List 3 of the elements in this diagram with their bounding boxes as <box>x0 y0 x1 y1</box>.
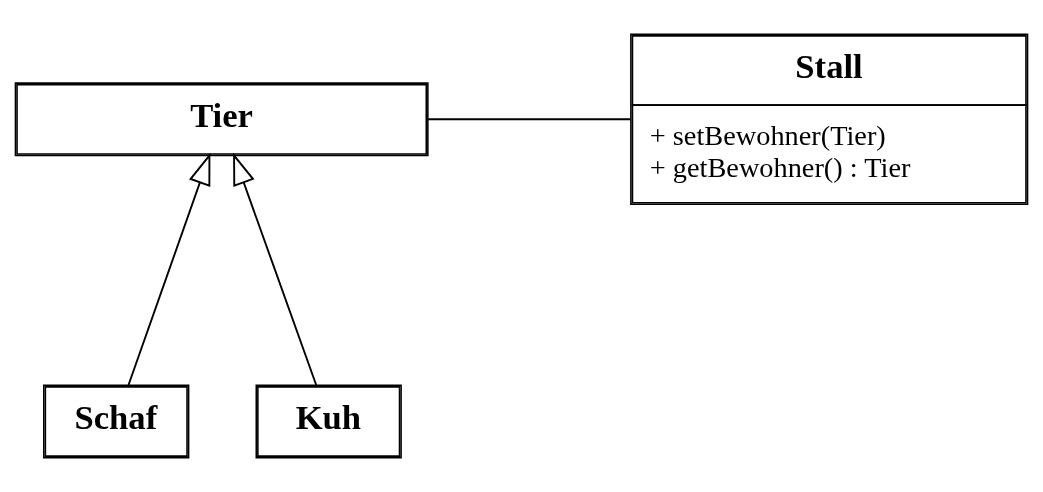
connector <box>427 118 632 121</box>
arrow <box>127 152 211 386</box>
arrow <box>233 152 318 386</box>
